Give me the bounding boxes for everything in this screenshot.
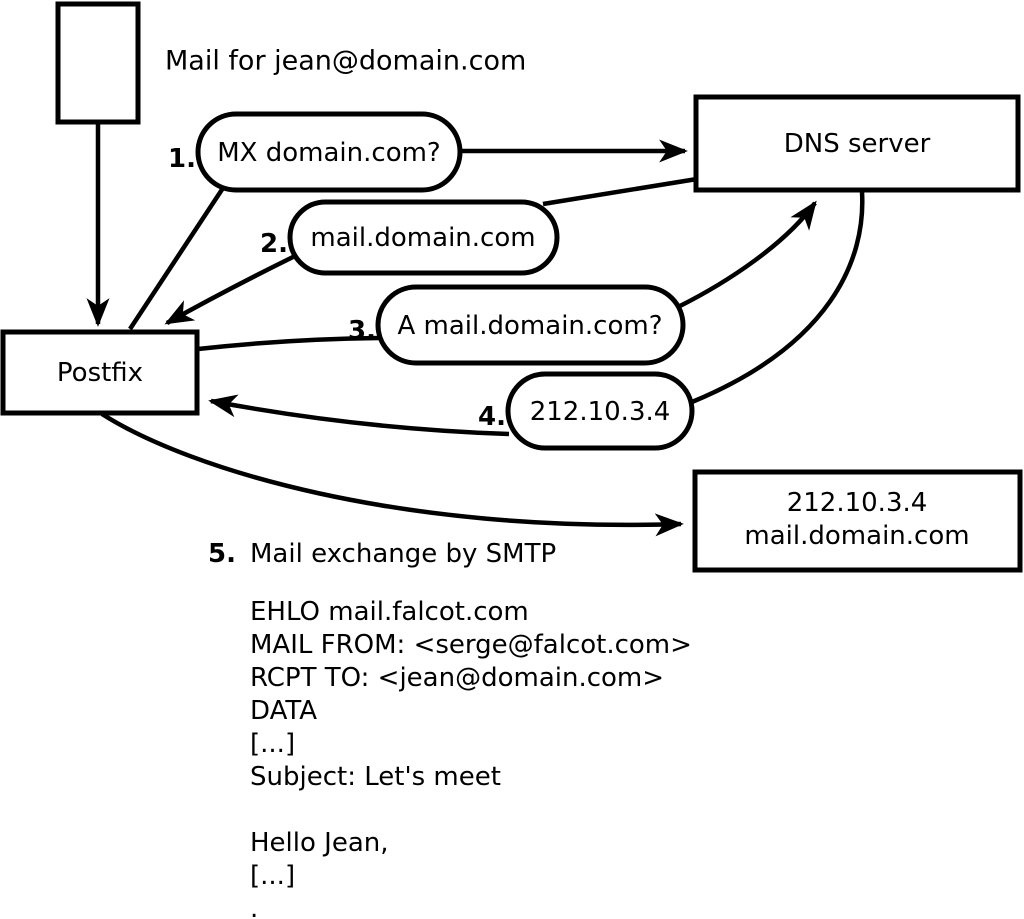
mailserver-host-label: mail.domain.com	[744, 521, 969, 551]
step-3-label: A mail.domain.com?	[398, 311, 663, 341]
smtp-line-ehlo: EHLO mail.falcot.com	[250, 597, 529, 627]
step-1-label: MX domain.com?	[217, 138, 440, 168]
postfix-label: Postfix	[57, 358, 143, 388]
smtp-line-data: DATA	[250, 696, 317, 726]
step-1-number: 1.	[168, 144, 196, 174]
smtp-line-end-dot: .	[250, 894, 258, 919]
arrow-postfix-to-mailserver	[100, 412, 684, 537]
arrow-query3-to-dns	[676, 200, 817, 310]
step-4-number: 4.	[478, 402, 506, 432]
mail-source-label: Mail for jean@domain.com	[165, 46, 526, 77]
line-postfix-to-query3	[197, 335, 380, 352]
smtp-line-subject: Subject: Let's meet	[250, 762, 501, 792]
step-5-label: Mail exchange by SMTP	[250, 539, 556, 569]
dns-server-node	[693, 94, 1021, 193]
line-dns-to-answer2	[542, 176, 698, 207]
smtp-line-hello: Hello Jean,	[250, 828, 389, 858]
mailserver-ip-label: 212.10.3.4	[787, 488, 928, 518]
pill-mx-query	[195, 111, 463, 193]
pill-mx-answer	[287, 199, 560, 276]
arrow-answer4-to-postfix	[208, 394, 510, 437]
mail-message-icon	[55, 1, 141, 125]
step-3-number: 3.	[348, 316, 376, 346]
postfix-node	[0, 329, 200, 416]
step-2-number: 2.	[260, 229, 288, 259]
step-4-label: 212.10.3.4	[530, 397, 671, 427]
line-dns-to-answer4	[691, 191, 865, 405]
smtp-line-ellipsis-1: [...]	[250, 729, 295, 759]
line-postfix-to-query1	[128, 186, 225, 331]
pill-a-query	[375, 284, 686, 366]
dns-server-label: DNS server	[784, 129, 931, 159]
arrow-answer2-to-postfix	[164, 254, 294, 325]
smtp-line-ellipsis-2: [...]	[250, 861, 295, 891]
step-5-number: 5.	[208, 539, 236, 569]
pill-a-answer	[505, 371, 695, 451]
mailserver-node	[692, 469, 1023, 573]
step-2-label: mail.domain.com	[310, 223, 535, 253]
smtp-line-rcpt-to: RCPT TO: <jean@domain.com>	[250, 663, 664, 693]
smtp-line-mail-from: MAIL FROM: <serge@falcot.com>	[250, 630, 692, 660]
